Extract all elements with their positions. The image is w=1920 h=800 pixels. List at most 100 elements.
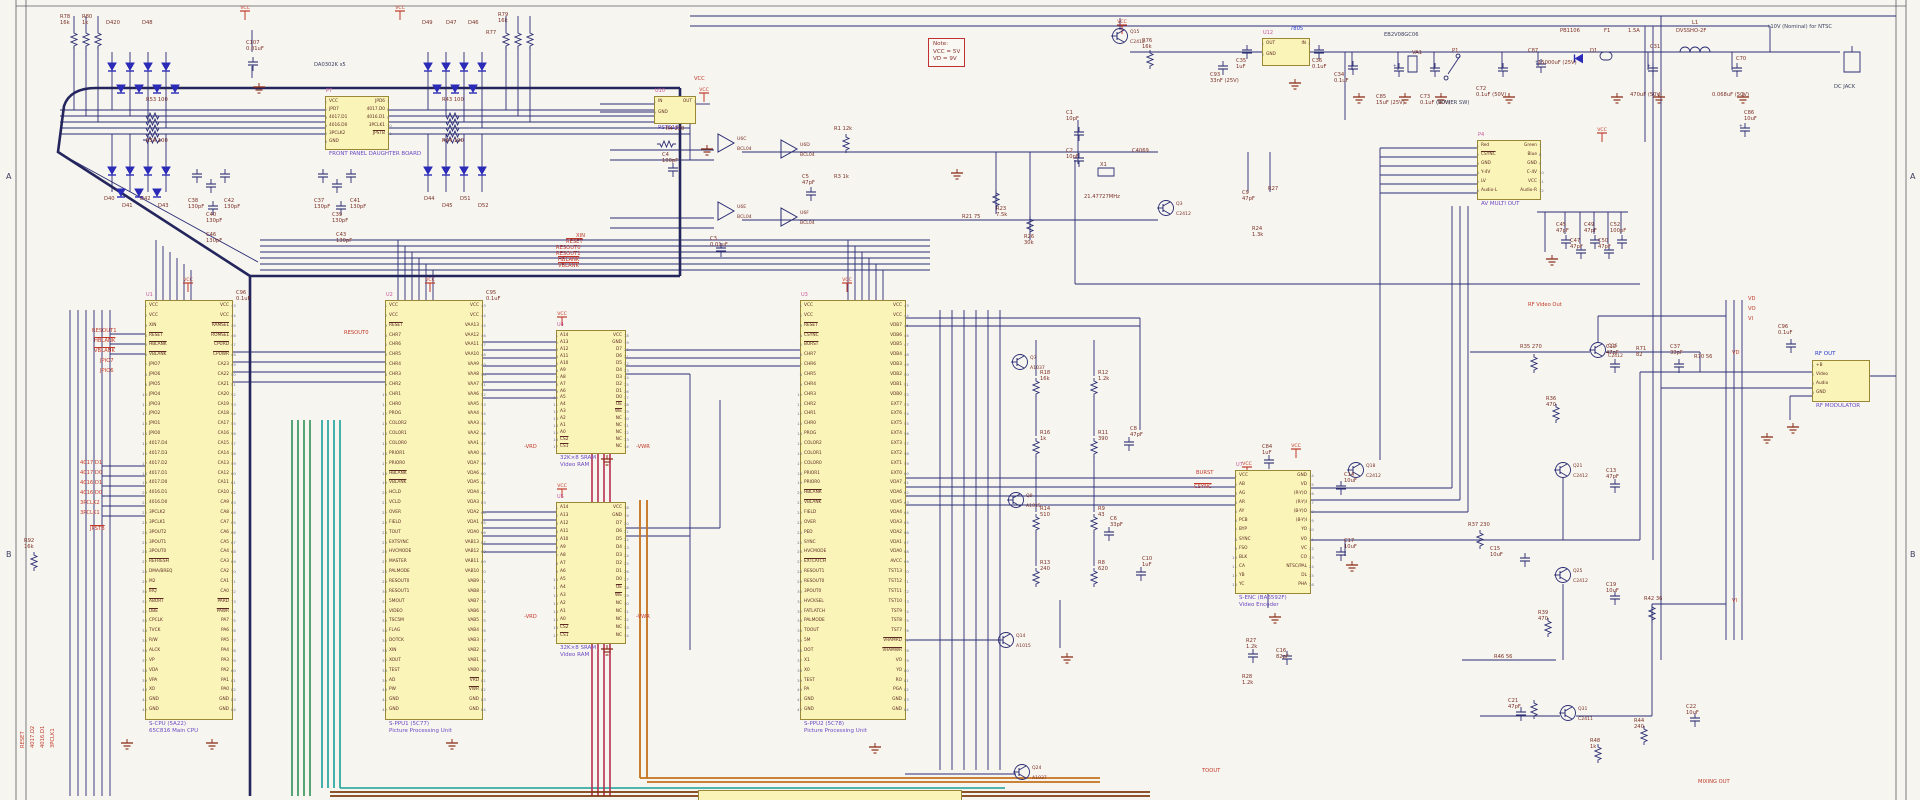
net-label: VBLANK (558, 263, 579, 269)
gnd-symbol (445, 736, 459, 755)
capacitor (207, 200, 219, 219)
note-line: VD = 9V (933, 56, 957, 63)
net-label: RESOUT1 (556, 251, 581, 257)
net-label: VI (1732, 598, 1738, 604)
net-label: A (1910, 172, 1916, 181)
resistor (1475, 530, 1485, 554)
transistor-q31: Q31 C2411 (1559, 704, 1607, 728)
net-label: R71 82 (1636, 346, 1647, 359)
diode (116, 80, 127, 99)
net-label: D44 (424, 196, 435, 202)
svg-text:BCL04: BCL04 (737, 214, 752, 220)
capacitor (335, 200, 347, 219)
ic-pin: 18(B-Y)O (1293, 509, 1314, 515)
svg-text:VCC: VCC (1597, 127, 1607, 133)
net-label: C34 0.1uF (1334, 72, 1349, 85)
net-label: C17 10uF (1344, 538, 1357, 551)
vcc-symbol: VCC (1112, 18, 1132, 38)
resistor (1593, 744, 1603, 768)
svg-text:C2412: C2412 (1573, 578, 1588, 584)
svg-text:VCC: VCC (1117, 19, 1127, 25)
capacitor (1609, 590, 1621, 609)
diode (459, 58, 470, 77)
net-label: C43 130pF (336, 232, 353, 245)
capacitor (1347, 60, 1359, 79)
capacitor (247, 56, 259, 75)
transistor-q14: Q14 A1015 (997, 631, 1045, 655)
net-label: C50 47pF (1598, 238, 1611, 251)
resistor (1639, 726, 1649, 750)
ic-pin: 16(R-Y)O (1293, 491, 1314, 497)
svg-text:VCC: VCC (699, 87, 709, 93)
net-label: C73 0.1uF (50V) (1420, 94, 1451, 107)
resistor (1543, 618, 1553, 642)
net-label: C10 1uF (1142, 556, 1153, 569)
resistor (443, 130, 462, 154)
opamp-u6c: U6C BCL04 (716, 132, 762, 166)
net-label: 3PCLK1 (50, 728, 56, 748)
net-label: R42 36 (1644, 596, 1663, 602)
net-label: D42 (140, 196, 151, 202)
svg-text:VCC: VCC (842, 277, 852, 283)
capacitor (805, 186, 817, 205)
net-label: R43 100 (442, 97, 464, 103)
svg-text:Q9: Q9 (1026, 493, 1033, 499)
diode (125, 162, 136, 181)
net-label: R16 1k (1040, 430, 1051, 443)
svg-text:C2412: C2412 (1130, 39, 1145, 45)
capacitor (1731, 62, 1743, 81)
svg-text:BCL04: BCL04 (800, 152, 815, 158)
capacitor (219, 168, 231, 187)
net-label: C31 (1650, 44, 1661, 50)
